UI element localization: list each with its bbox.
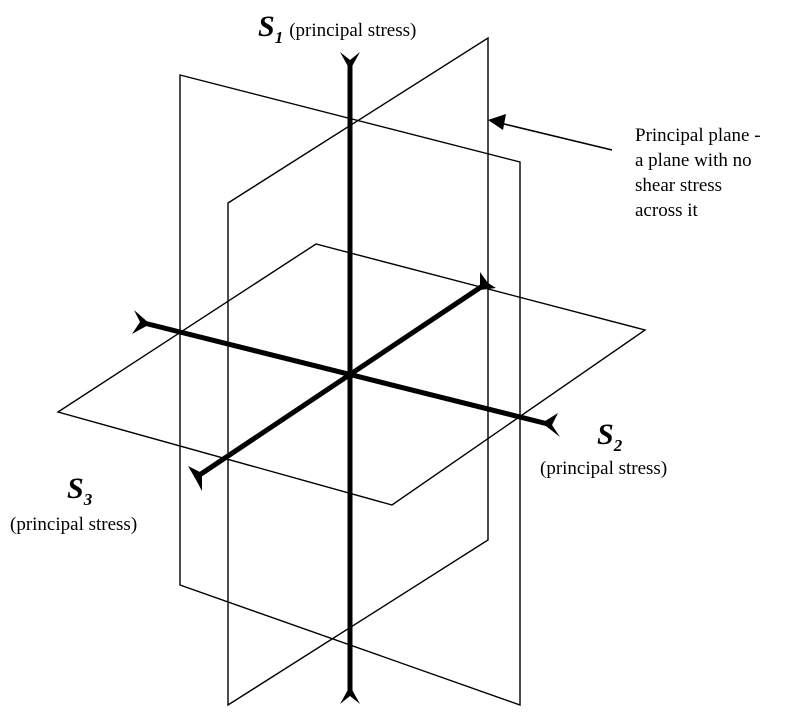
s2-left-arrowhead [132,310,150,334]
vertical-plane-b [227,36,489,707]
annotation-line-3: shear stress [635,175,722,196]
s1-symbol: S [258,10,275,43]
s2-symbol: S [597,418,614,451]
s1-s3-diagonal-axis [193,280,489,481]
horizontal-plane [56,243,647,506]
s2-subscript: 2 [613,436,623,455]
s2-right-arrowhead [542,413,560,437]
principal-plane-annotation: Principal plane - a plane with no shear … [635,125,761,221]
s1-subscript: 1 [275,28,284,47]
s3-label: S3 [67,472,93,509]
principal-plane-pointer [499,122,613,151]
annotation-line-1: Principal plane - [635,125,761,146]
s2-caption: (principal stress) [540,458,667,479]
s3-subscript: 3 [83,490,93,509]
s1-caption: (principal stress) [289,20,416,41]
s3-upper-arrowhead [480,272,496,290]
annotation-line-2: a plane with no [635,150,752,171]
annotation-line-4: across it [635,200,699,221]
s1-label: S1 (principal stress) [258,10,416,47]
s1-bottom-arrowhead [340,686,360,704]
s3-caption: (principal stress) [10,514,137,535]
s3-symbol: S [67,472,84,505]
vertical-plane-a [179,74,521,706]
s2-axis [139,319,553,428]
s3-lower-arrowhead [188,466,202,491]
s1-top-arrowhead [340,52,360,70]
s2-label: S2 [597,418,623,455]
principal-plane-pointer-head [488,114,506,130]
